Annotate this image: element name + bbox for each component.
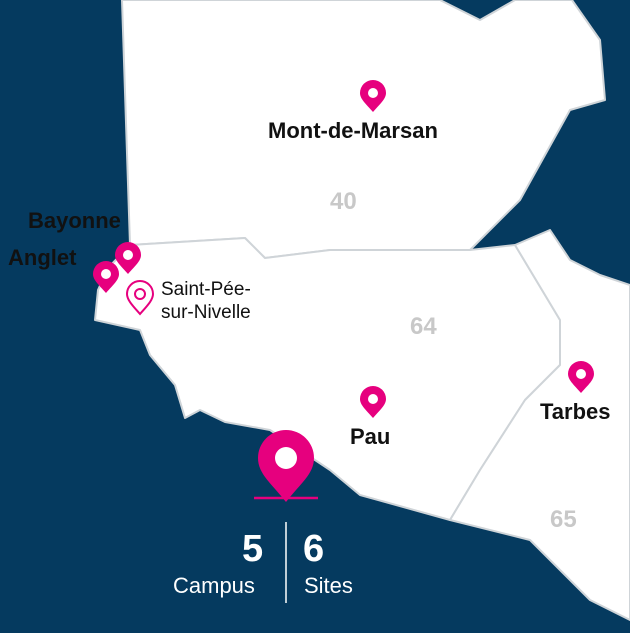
large-location-pin-icon [254, 430, 318, 502]
city-label-bayonne: Bayonne [28, 208, 121, 233]
sites-label: Sites [304, 573, 353, 598]
sites-count: 6 [303, 528, 325, 570]
department-number-65: 65 [550, 506, 577, 533]
tarbes-pin-icon [568, 361, 594, 393]
bayonne-pin-icon [115, 242, 141, 274]
department-number-64: 64 [410, 313, 437, 340]
campus-label: Campus [173, 573, 255, 598]
city-label-anglet: Anglet [8, 245, 77, 270]
anglet-pin-icon [93, 261, 119, 293]
department-64-region [94, 237, 561, 521]
department-number-40: 40 [330, 188, 357, 215]
city-label-saint-pee-line-1: Saint-Pée- [161, 279, 251, 300]
mont-de-marsan-pin-icon [360, 80, 386, 112]
city-label-pau: Pau [350, 424, 391, 449]
city-label-saint-pee-line-2: sur-Nivelle [161, 302, 251, 323]
pau-pin-icon [360, 386, 386, 418]
department-65-region [449, 229, 630, 621]
saint-pee-pin-outline-icon [125, 280, 155, 316]
city-label-mont-de-marsan: Mont-de-Marsan [268, 118, 438, 143]
campus-count: 5 [242, 528, 264, 570]
city-label-tarbes: Tarbes [540, 399, 611, 424]
